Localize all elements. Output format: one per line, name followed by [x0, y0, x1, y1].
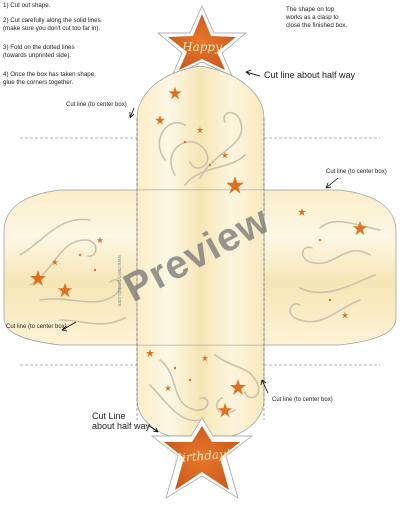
- center-base-panel: [136, 189, 265, 346]
- cut-line-center-left-label: Cut line (to center box): [6, 324, 67, 330]
- top-flap: [136, 65, 265, 191]
- top-star-label: Happy: [182, 40, 222, 54]
- annotation-arrows: [61, 69, 339, 433]
- left-flap: [3, 189, 138, 346]
- cut-line-half-top-label: Cut line about half way: [264, 70, 356, 80]
- top-star-clasp: [157, 5, 247, 77]
- cut-line-center-right-label: Cut line (to center box): [326, 169, 387, 175]
- star-decorations: [30, 86, 368, 418]
- bottom-star-clasp: [150, 417, 254, 499]
- instruction-step-4-line-2: glue the corners together.: [3, 79, 74, 86]
- right-flap: [263, 189, 397, 346]
- fold-guide-lines: [20, 118, 380, 420]
- instruction-step-1: 1) Cut out shape.: [3, 2, 51, 9]
- instruction-step-2-line-1: 2) Cut carefully along the solid lines: [3, 17, 101, 24]
- clasp-note-line-2: works as a clasp to: [286, 14, 339, 21]
- clasp-note-line-1: The shape on top: [286, 6, 335, 13]
- cut-line-half-bottom-label-line-2: about half way: [92, 421, 151, 431]
- cut-line-half-bottom-label-line-1: Cut Line: [92, 411, 126, 421]
- swirl-decorations: [19, 111, 381, 422]
- instruction-step-4-line-1: 4) Once the box has taken shape,: [3, 71, 96, 78]
- instruction-step-3-line-2: (towards unprinted side).: [3, 52, 72, 59]
- instruction-step-3-line-1: 3) Fold on the dotted lines: [3, 44, 75, 51]
- cut-line-center-top-left-label: Cut line (to center box): [66, 102, 127, 108]
- clasp-note-line-3: close the finished box.: [286, 22, 348, 29]
- cut-line-center-bottom-right-label: Cut line (to center box): [272, 397, 333, 403]
- instruction-step-2-line-2: (make sure you don't cut too far in).: [3, 25, 101, 32]
